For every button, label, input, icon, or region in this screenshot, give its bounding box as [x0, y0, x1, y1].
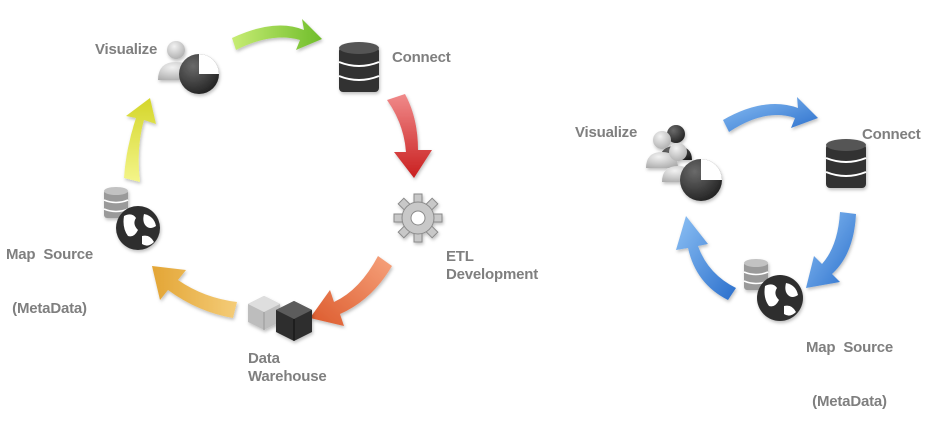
- gear-icon: [393, 193, 443, 243]
- database-icon: [338, 42, 380, 92]
- node-label-map-source: Map Source (MetaData): [6, 246, 93, 317]
- users-pie-chart-icon: [158, 41, 219, 94]
- arrow-visualize-to-connect: [232, 19, 322, 50]
- node-label-etl-development: ETL Development: [446, 248, 538, 283]
- node-label-connect: Connect: [392, 49, 451, 66]
- database-globe-icon: [103, 187, 160, 250]
- arrow-connect-to-etl: [387, 94, 432, 178]
- node-label-data-warehouse: Data Warehouse: [248, 350, 327, 385]
- users-pie-chart-icon-right: [646, 125, 722, 201]
- cycle-diagram: [103, 19, 867, 341]
- arrow-map-to-visualize: [124, 98, 156, 182]
- node-label-map-source-right: Map Source (MetaData): [806, 339, 893, 410]
- node-label-connect-right: Connect: [862, 126, 921, 143]
- node-label-visualize: Visualize: [95, 41, 158, 58]
- cubes-icon: [248, 296, 312, 341]
- arrow-warehouse-to-map: [152, 266, 237, 318]
- database-icon-right: [825, 139, 867, 188]
- arrow-right-visualize-to-connect: [723, 97, 818, 132]
- database-globe-icon-right: [743, 259, 803, 321]
- arrow-etl-to-warehouse: [310, 256, 392, 326]
- node-label-visualize-right: Visualize: [575, 124, 638, 141]
- arrow-right-map-to-visualize: [676, 216, 736, 300]
- arrow-right-connect-to-map: [806, 212, 856, 288]
